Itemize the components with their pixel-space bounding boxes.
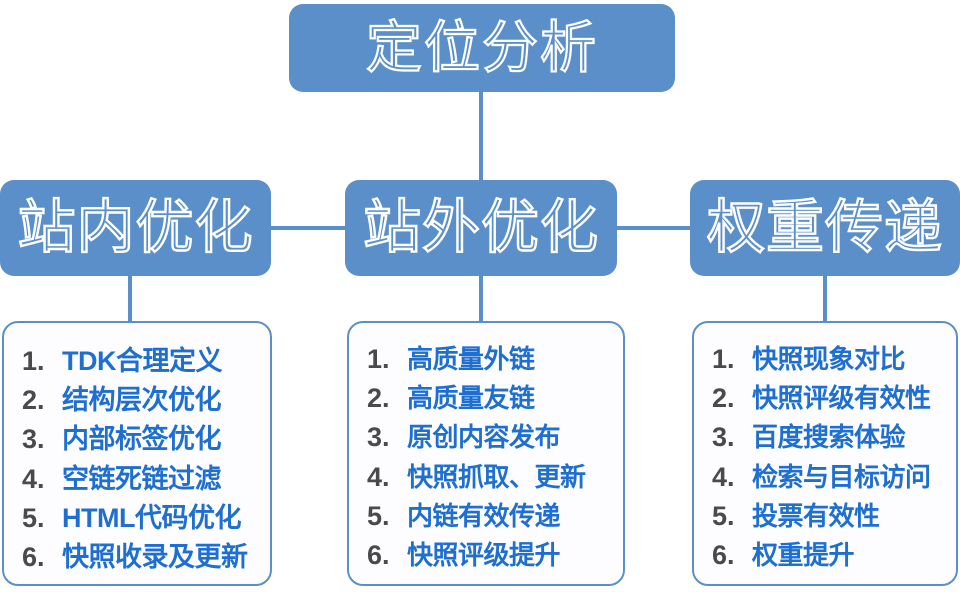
list-item-label: 快照评级提升 (407, 539, 561, 570)
list-item-number: 2. (712, 383, 735, 414)
list-item[interactable]: 1. 快照现象对比 (712, 339, 946, 378)
list-item-number: 4. (22, 463, 45, 494)
list-item-label: 原创内容发布 (407, 422, 561, 453)
list-item[interactable]: 6. 快照评级提升 (367, 535, 613, 574)
branch-header-onsite-label: 站内优化 (16, 195, 254, 260)
list-item[interactable]: 3. 内部标签优化 (22, 417, 260, 456)
list-item-label: 百度搜索体验 (752, 422, 906, 453)
list-item-number: 3. (367, 422, 390, 453)
branch-header-offsite[interactable]: 站外优化 (345, 180, 617, 276)
connector-middle-to-right (615, 226, 692, 230)
list-item-number: 3. (22, 424, 45, 455)
list-item-number: 2. (22, 385, 45, 416)
connector-left-to-middle (269, 226, 347, 230)
connector-left-branch-down (128, 274, 132, 323)
list-item-label: 内部标签优化 (62, 424, 222, 455)
list-item-label: 高质量外链 (407, 344, 535, 374)
list-item-number: 6. (22, 541, 45, 572)
list-item[interactable]: 4. 快照抓取、更新 (367, 457, 613, 496)
root-node-label: 定位分析 (365, 16, 598, 79)
list-item-label: 内链有效传递 (407, 500, 561, 531)
list-item-label: 快照收录及更新 (62, 541, 248, 572)
list-item-number: 5. (22, 502, 45, 533)
list-item-label: 空链死链过滤 (62, 463, 222, 494)
branch-header-weight[interactable]: 权重传递 (690, 180, 960, 276)
list-item-number: 2. (367, 383, 390, 414)
branch-list-weight: 1. 快照现象对比 2. 快照评级有效性 3. 百度搜索体验 4. 检索与目标访… (692, 321, 958, 586)
list-item[interactable]: 4. 空链死链过滤 (22, 457, 260, 496)
list-item-number: 3. (712, 422, 735, 453)
branch-header-onsite[interactable]: 站内优化 (0, 180, 271, 276)
list-item-number: 1. (367, 344, 390, 374)
list-item[interactable]: 3. 原创内容发布 (367, 417, 613, 456)
root-node[interactable]: 定位分析 (289, 4, 675, 92)
list-item[interactable]: 6. 快照收录及更新 (22, 535, 260, 574)
branch-header-weight-label: 权重传递 (706, 195, 943, 260)
list-item[interactable]: 3. 百度搜索体验 (712, 417, 946, 456)
list-item[interactable]: 5. HTML代码优化 (22, 496, 260, 535)
branch-list-onsite: 1. TDK合理定义 2. 结构层次优化 3. 内部标签优化 4. 空链死链过滤… (2, 321, 272, 586)
list-item[interactable]: 1. 高质量外链 (367, 339, 613, 378)
list-item-number: 1. (712, 344, 735, 374)
list-item[interactable]: 2. 快照评级有效性 (712, 378, 946, 417)
list-item-label: 快照抓取、更新 (407, 461, 586, 492)
list-item-number: 6. (367, 539, 390, 570)
connector-middle-branch-down (479, 274, 483, 323)
connector-root-to-middle (479, 90, 483, 182)
list-item[interactable]: 1. TDK合理定义 (22, 339, 260, 378)
list-item-label: 快照现象对比 (752, 344, 906, 374)
list-item-label: 结构层次优化 (62, 385, 222, 416)
list-item-label: 高质量友链 (407, 383, 535, 414)
list-item[interactable]: 2. 高质量友链 (367, 378, 613, 417)
list-item-label: 快照评级有效性 (752, 383, 931, 414)
list-item-label: 权重提升 (752, 539, 855, 570)
list-item-number: 5. (712, 500, 735, 531)
list-item-label: 检索与目标访问 (752, 461, 931, 492)
list-item[interactable]: 2. 结构层次优化 (22, 378, 260, 417)
list-item[interactable]: 5. 投票有效性 (712, 496, 946, 535)
branch-header-offsite-label: 站外优化 (362, 195, 599, 260)
list-item[interactable]: 4. 检索与目标访问 (712, 457, 946, 496)
list-item-number: 4. (712, 461, 735, 492)
list-item-label: TDK合理定义 (62, 346, 223, 376)
list-item[interactable]: 5. 内链有效传递 (367, 496, 613, 535)
list-item-number: 4. (367, 461, 390, 492)
list-item-number: 1. (22, 346, 45, 376)
connector-right-branch-down (823, 274, 827, 323)
list-item-label: 投票有效性 (752, 500, 880, 531)
list-item-number: 5. (367, 500, 390, 531)
list-item[interactable]: 6. 权重提升 (712, 535, 946, 574)
branch-list-offsite: 1. 高质量外链 2. 高质量友链 3. 原创内容发布 4. 快照抓取、更新 5… (347, 321, 625, 586)
list-item-number: 6. (712, 539, 735, 570)
list-item-label: HTML代码优化 (62, 502, 241, 533)
